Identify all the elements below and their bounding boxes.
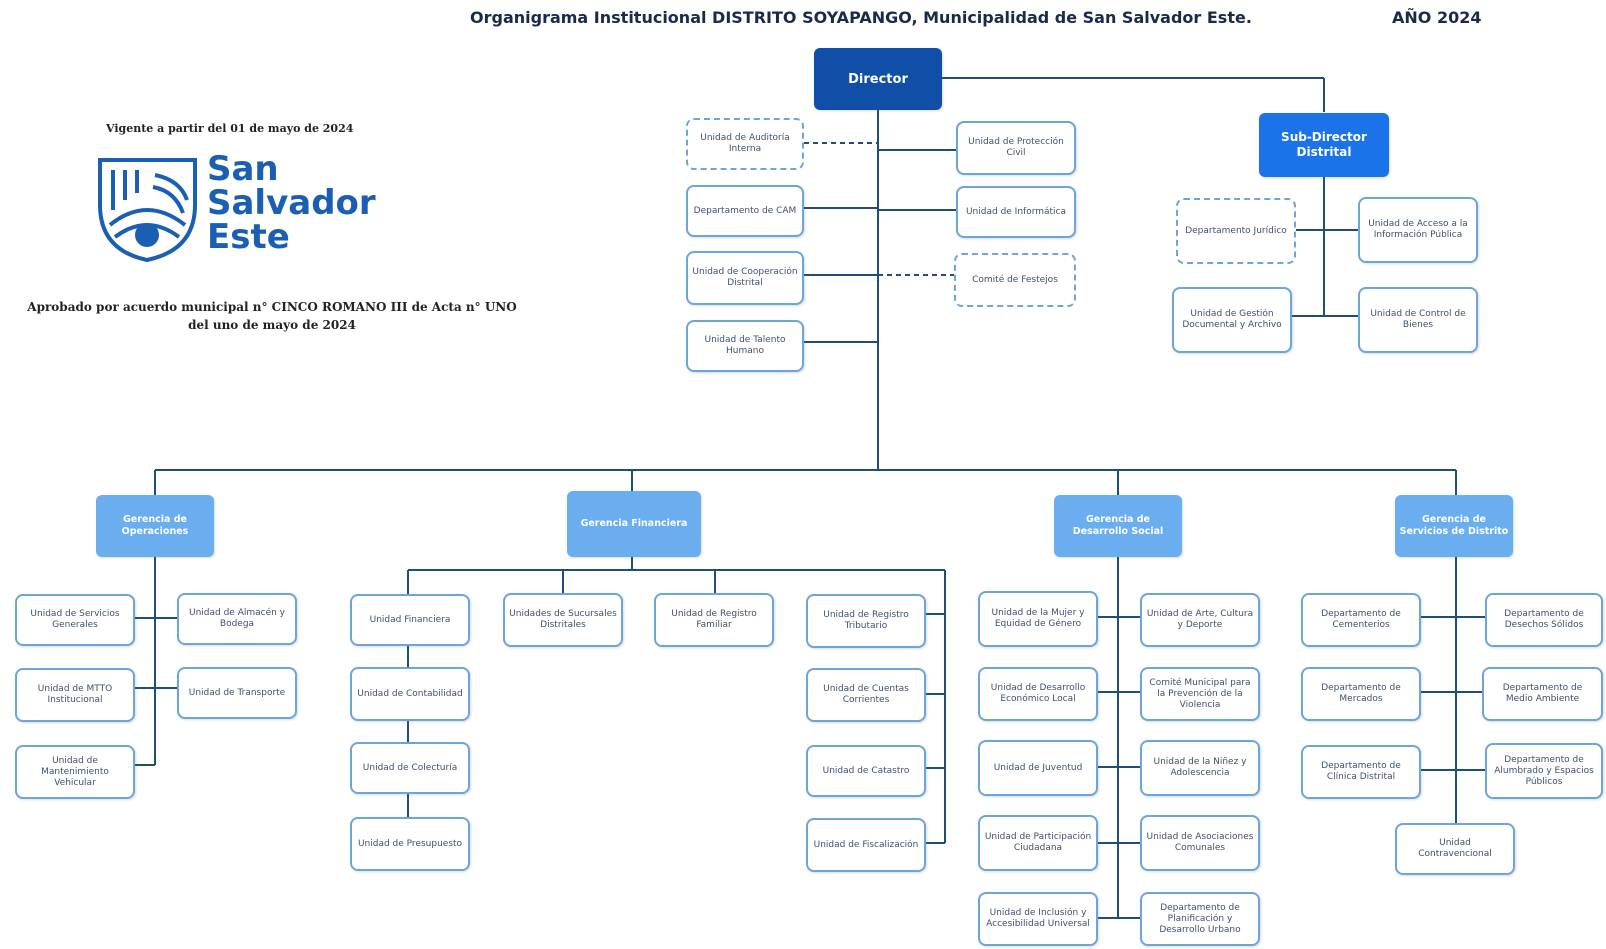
unit-alumbrado-espacios-publicos: Departamento de Alumbrado y Espacios Púb… xyxy=(1485,743,1603,799)
unit-auditoria-interna: Unidad de Auditoría Interna xyxy=(686,118,804,170)
unit-asociaciones-comunales: Unidad de Asociaciones Comunales xyxy=(1140,815,1260,871)
unit-mercados: Departamento de Mercados xyxy=(1301,667,1421,721)
aprobado-text: Aprobado por acuerdo municipal n° CINCO … xyxy=(12,298,532,334)
gerencia-desarrollo-social: Gerencia de Desarrollo Social xyxy=(1054,495,1182,557)
unit-acceso-informacion: Unidad de Acceso a la Información Públic… xyxy=(1358,197,1478,263)
unit-catastro: Unidad de Catastro xyxy=(806,745,926,797)
aprobado-line-1: Aprobado por acuerdo municipal n° CINCO … xyxy=(27,300,517,314)
unit-colecturia: Unidad de Colecturía xyxy=(350,742,470,794)
gerencia-operaciones: Gerencia de Operaciones xyxy=(96,495,214,557)
year-label: AÑO 2024 xyxy=(1392,8,1482,27)
unit-planificacion-desarrollo-urbano: Departamento de Planificación y Desarrol… xyxy=(1140,892,1260,946)
unit-servicios-generales: Unidad de Servicios Generales xyxy=(15,594,135,646)
logo-line-2: Salvador xyxy=(207,183,376,223)
unit-informatica: Unidad de Informática xyxy=(956,186,1076,238)
unit-talento-humano: Unidad de Talento Humano xyxy=(686,320,804,372)
aprobado-line-2: del uno de mayo de 2024 xyxy=(188,318,356,332)
unit-arte-cultura-deporte: Unidad de Arte, Cultura y Deporte xyxy=(1140,593,1260,647)
unit-mantenimiento-vehicular: Unidad de Mantenimiento Vehicular xyxy=(15,745,135,799)
unit-sucursales-distritales: Unidades de Sucursales Distritales xyxy=(503,593,623,647)
unit-ninez-adolescencia: Unidad de la Niñez y Adolescencia xyxy=(1140,740,1260,796)
unit-desarrollo-economico-local: Unidad de Desarrollo Económico Local xyxy=(978,667,1098,721)
unit-gestion-documental: Unidad de Gestión Documental y Archivo xyxy=(1172,287,1292,353)
unit-financiera: Unidad Financiera xyxy=(350,594,470,646)
unit-presupuesto: Unidad de Presupuesto xyxy=(350,817,470,871)
unit-departamento-cam: Departamento de CAM xyxy=(686,185,804,237)
unit-contravencional: Unidad Contravencional xyxy=(1395,823,1515,875)
unit-cementerios: Departamento de Cementerios xyxy=(1301,593,1421,647)
unit-comite-festejos: Comité de Festejos xyxy=(954,253,1076,307)
unit-cuentas-corrientes: Unidad de Cuentas Corrientes xyxy=(806,668,926,722)
logo-line-1: San xyxy=(207,149,279,189)
unit-participacion-ciudadana: Unidad de Participación Ciudadana xyxy=(978,815,1098,871)
san-salvador-este-logo-icon xyxy=(98,158,197,263)
unit-inclusion-accesibilidad: Unidad de Inclusión y Accesibilidad Univ… xyxy=(978,892,1098,946)
unit-clinica-distrital: Departamento de Clínica Distrital xyxy=(1301,745,1421,799)
unit-juventud: Unidad de Juventud xyxy=(978,740,1098,796)
unit-desechos-solidos: Departamento de Desechos Sólidos xyxy=(1485,593,1603,647)
unit-medio-ambiente: Departamento de Medio Ambiente xyxy=(1482,667,1603,721)
unit-fiscalizacion: Unidad de Fiscalización xyxy=(806,818,926,872)
unit-mtto-institucional: Unidad de MTTO Institucional xyxy=(15,668,135,722)
page-title: Organigrama Institucional DISTRITO SOYAP… xyxy=(470,8,1252,27)
director-box: Director xyxy=(814,48,942,110)
subdirector-box: Sub-Director Distrital xyxy=(1259,113,1389,177)
vigente-text: Vigente a partir del 01 de mayo de 2024 xyxy=(106,122,354,135)
unit-control-bienes: Unidad de Control de Bienes xyxy=(1358,287,1478,353)
unit-proteccion-civil: Unidad de Protección Civil xyxy=(956,121,1076,175)
unit-comite-prevencion-violencia: Comité Municipal para la Prevención de l… xyxy=(1140,667,1260,721)
logo-line-3: Este xyxy=(207,217,290,257)
unit-contabilidad: Unidad de Contabilidad xyxy=(350,667,470,721)
unit-mujer-equidad-genero: Unidad de la Mujer y Equidad de Género xyxy=(978,591,1098,647)
unit-registro-tributario: Unidad de Registro Tributario xyxy=(806,594,926,648)
unit-transporte: Unidad de Transporte xyxy=(177,667,297,719)
unit-cooperacion-distrital: Unidad de Cooperación Distrital xyxy=(686,251,804,305)
unit-almacen-bodega: Unidad de Almacén y Bodega xyxy=(177,593,297,645)
gerencia-servicios-distrito: Gerencia de Servicios de Distrito xyxy=(1395,495,1513,557)
logo-text: San Salvador Este xyxy=(207,152,376,254)
gerencia-financiera: Gerencia Financiera xyxy=(567,491,701,557)
unit-registro-familiar: Unidad de Registro Familiar xyxy=(654,593,774,647)
unit-departamento-juridico: Departamento Jurídico xyxy=(1176,198,1296,264)
